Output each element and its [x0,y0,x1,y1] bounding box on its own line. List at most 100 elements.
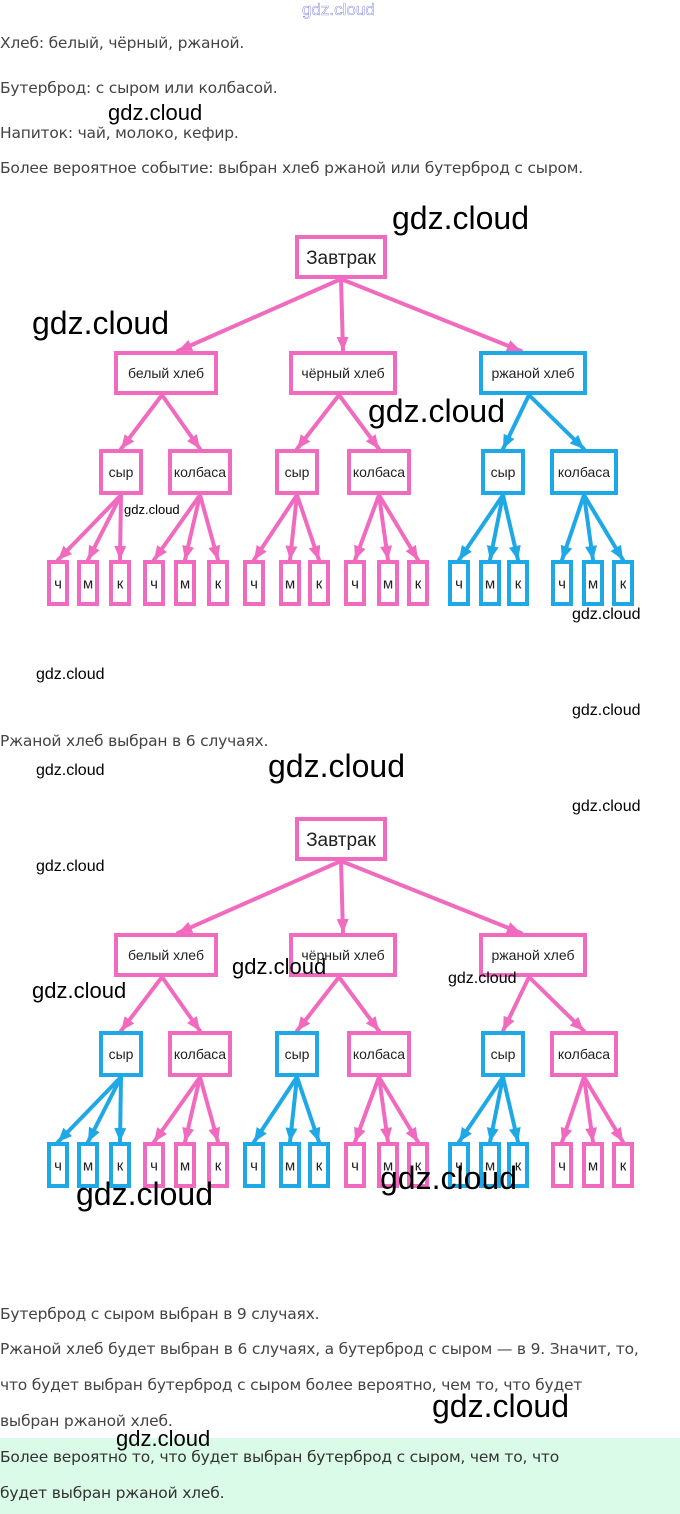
node-drink-box [143,1142,165,1188]
arrow-bread-filling-head [503,433,515,449]
node-drink-box [582,1142,604,1188]
node-drink-label: к [515,575,522,592]
intro-sandwich: Бутерброд: с сыром или колбасой. [0,79,278,97]
reasoning-line-1: Ржаной хлеб будет выбран в 6 случаях, а … [0,1340,639,1358]
node-filling-label: сыр [109,1046,134,1062]
arrow-filling-drink-head [610,1126,623,1142]
watermark: gdz.cloud [32,305,169,341]
node-drink-label: м [383,575,393,592]
watermark: gdz.cloud [392,200,529,236]
node-drink-box [479,1142,501,1188]
node-bread-label: белый хлеб [128,365,204,381]
node-drink-box [507,560,529,606]
arrow-filling-drink-head [154,1127,167,1142]
node-drink-box [479,560,501,606]
arrow-root-bread-head [178,921,194,933]
arrow-filling-drink-head [405,1126,418,1142]
node-drink-label: м [588,575,598,592]
node-drink-box [279,560,301,606]
node-filling-box [168,449,232,495]
node-drink-label: м [83,1157,93,1174]
node-filling-label: сыр [285,464,310,480]
arrow-bread-filling-head [365,1016,379,1031]
node-drink-label: м [180,1157,190,1174]
node-drink-label: к [620,1157,627,1174]
node-filling-label: сыр [285,1046,310,1062]
watermark: gdz.cloud [124,502,180,517]
node-root-label: Завтрак [306,248,377,269]
node-filling-label: колбаса [558,1046,610,1062]
arrow-filling-drink-head [308,544,321,560]
node-drink-box [243,1142,265,1188]
node-drink-box [207,1142,229,1188]
node-drink-label: к [515,1157,522,1174]
arrow-bread-filling-head [121,1016,135,1031]
node-bread-label: белый хлеб [128,947,204,963]
node-drink-box [47,560,69,606]
node-drink-label: м [180,575,190,592]
node-drink-label: к [316,1157,323,1174]
node-filling-label: сыр [491,1046,516,1062]
watermark: gdz.cloud [232,954,327,979]
arrow-filling-drink-head [380,545,393,560]
arrow-filling-drink-head [58,1127,73,1142]
node-drink-label: ч [250,1157,258,1174]
node-filling-box [550,1031,618,1077]
node-drink-label: м [485,575,495,592]
node-bread-label: ржаной хлеб [492,365,575,381]
arrow-filling-drink-head [208,544,221,560]
watermark: gdz.cloud [368,393,505,429]
arrow-bread-filling-head [297,1016,311,1031]
watermark: gdz.cloud [572,702,641,719]
node-filling-box [275,449,319,495]
arrow-filling-drink-head [58,545,73,560]
node-bread-box [114,351,218,395]
arrow-filling-drink-head [88,1126,100,1142]
node-filling-box [99,449,143,495]
intro-bread: Хлеб: белый, чёрный, ржаной. [0,34,245,52]
watermark: gdz.cloud [32,978,127,1003]
node-drink-box [308,560,330,606]
intro-likely-event: Более вероятное событие: выбран хлеб ржа… [0,159,583,177]
node-drink-label: к [316,575,323,592]
node-drink-label: м [485,1157,495,1174]
node-drink-label: ч [150,1157,158,1174]
arrow-root-bread [176,859,343,935]
watermark: gdz.cloud [432,1388,569,1424]
arrow-root-bread-head [336,918,349,933]
rye-cases-text: Ржаной хлеб выбран в 6 случаях. [0,732,269,750]
arrow-bread-filling-head [121,434,135,449]
arrow-root-bread [339,277,523,353]
arrow-filling-drink-head [509,545,521,560]
node-drink-box [109,1142,131,1188]
arrow-filling-drink-head [486,1127,499,1142]
arrow-filling-drink-head [114,545,127,560]
node-filling-label: сыр [491,464,516,480]
node-root-box [295,235,387,279]
node-drink-label: м [285,575,295,592]
node-filling-label: колбаса [353,1046,405,1062]
arrow-bread-filling-head [365,434,379,449]
node-filling-box [99,1031,143,1077]
arrow-root-bread [176,277,343,353]
answer-line-2: будет выбран ржаной хлеб. [0,1484,225,1502]
node-drink-box [308,1142,330,1188]
node-drink-box [143,560,165,606]
node-drink-label: ч [351,1157,359,1174]
node-filling-box [347,1031,411,1077]
watermark: gdz.cloud [36,666,105,683]
node-filling-box [481,1031,525,1077]
arrow-bread-filling-head [569,434,584,449]
arrow-filling-drink-head [354,544,366,560]
arrow-filling-drink-head [154,545,167,560]
arrow-filling-drink-head [254,1127,267,1142]
node-drink-label: ч [250,575,258,592]
watermark: gdz.cloud [116,1426,211,1451]
node-drink-box [174,1142,196,1188]
arrow-filling-drink [56,1075,123,1144]
node-filling-label: колбаса [174,464,226,480]
node-drink-box [507,1142,529,1188]
arrow-bread-filling-head [187,1016,200,1031]
node-drink-label: к [415,575,422,592]
